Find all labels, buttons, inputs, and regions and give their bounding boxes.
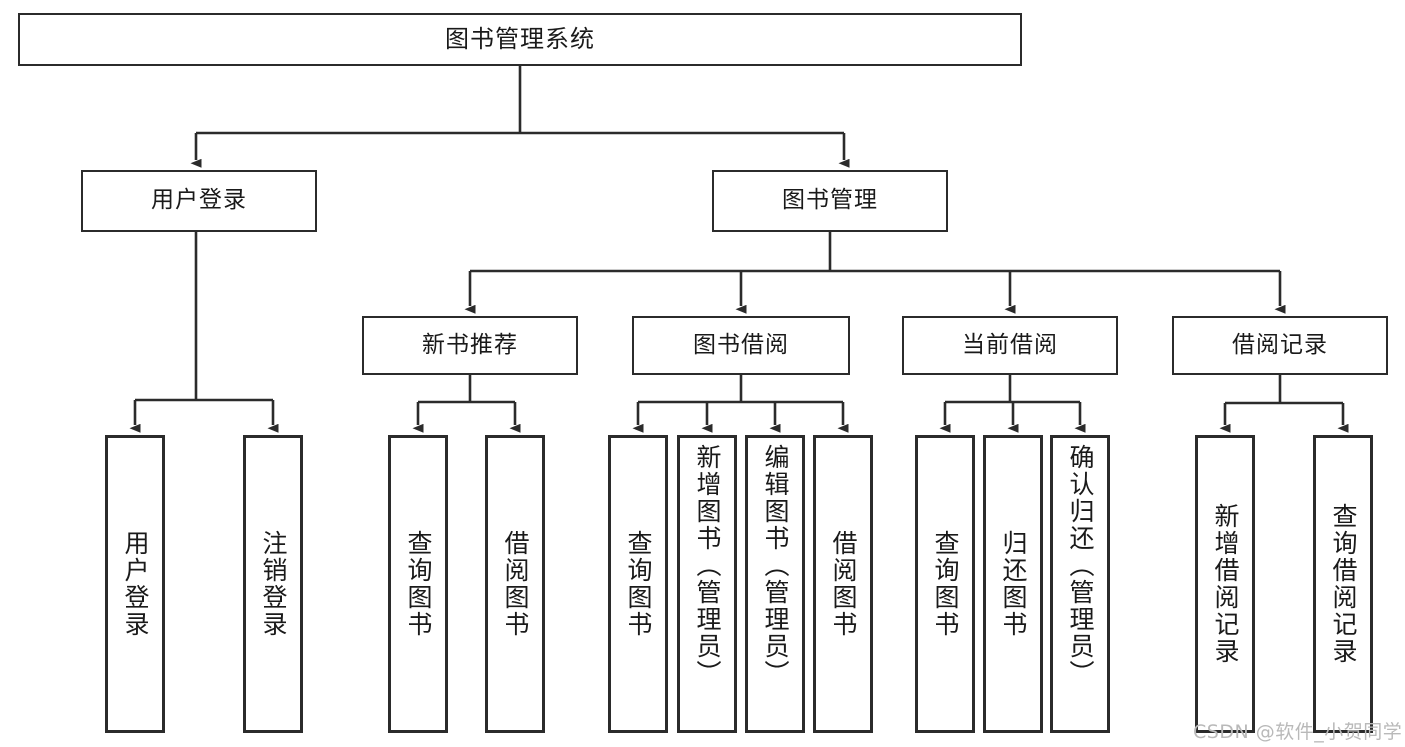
node-label: 借阅图书 [829,530,858,638]
node-label: 查询图书 [931,530,960,638]
leaf-node-borrow-book[interactable]: 借阅图书 [813,435,873,733]
node-label: 图书管理系统 [445,25,595,54]
node-borrow-record[interactable]: 借阅记录 [1172,316,1388,375]
leaf-node-user-logout[interactable]: 注销登录 [243,435,303,733]
leaf-node-query-borrow-record[interactable]: 查询借阅记录 [1313,435,1373,733]
node-label: 用户登录 [151,187,247,214]
node-label: 当前借阅 [962,331,1058,358]
leaf-node-query-book-borrow[interactable]: 查询图书 [608,435,668,733]
node-label: 查询借阅记录 [1329,503,1358,665]
node-label: 图书借阅 [693,331,789,358]
node-root-book-management-system[interactable]: 图书管理系统 [18,13,1022,66]
leaf-node-borrow-book-recommend[interactable]: 借阅图书 [485,435,545,733]
node-label: 新增图书（管理员） [693,444,722,687]
leaf-node-add-book-admin[interactable]: 新增图书（管理员） [677,435,737,733]
leaf-node-confirm-return-admin[interactable]: 确认归还（管理员） [1050,435,1110,733]
node-label: 新书推荐 [422,331,518,358]
node-label: 新增借阅记录 [1211,503,1240,665]
node-label: 用户登录 [121,530,150,638]
leaf-node-add-borrow-record[interactable]: 新增借阅记录 [1195,435,1255,733]
leaf-node-edit-book-admin[interactable]: 编辑图书（管理员） [745,435,805,733]
node-book-management[interactable]: 图书管理 [712,170,948,232]
leaf-node-user-login[interactable]: 用户登录 [105,435,165,733]
node-new-book-recommend[interactable]: 新书推荐 [362,316,578,375]
leaf-node-query-book-current[interactable]: 查询图书 [915,435,975,733]
node-label: 借阅图书 [501,530,530,638]
node-label: 图书管理 [782,187,878,214]
node-label: 注销登录 [259,530,288,638]
node-current-borrow[interactable]: 当前借阅 [902,316,1118,375]
leaf-node-query-book-recommend[interactable]: 查询图书 [388,435,448,733]
leaf-node-return-book[interactable]: 归还图书 [983,435,1043,733]
node-label: 查询图书 [624,530,653,638]
node-book-borrow[interactable]: 图书借阅 [632,316,850,375]
node-label: 借阅记录 [1232,331,1328,358]
node-label: 确认归还（管理员） [1066,444,1095,687]
node-label: 编辑图书（管理员） [761,444,790,687]
watermark: CSDN @软件_小贺同学 [1193,721,1403,743]
node-label: 归还图书 [999,530,1028,638]
node-user-login[interactable]: 用户登录 [81,170,317,232]
node-label: 查询图书 [404,530,433,638]
